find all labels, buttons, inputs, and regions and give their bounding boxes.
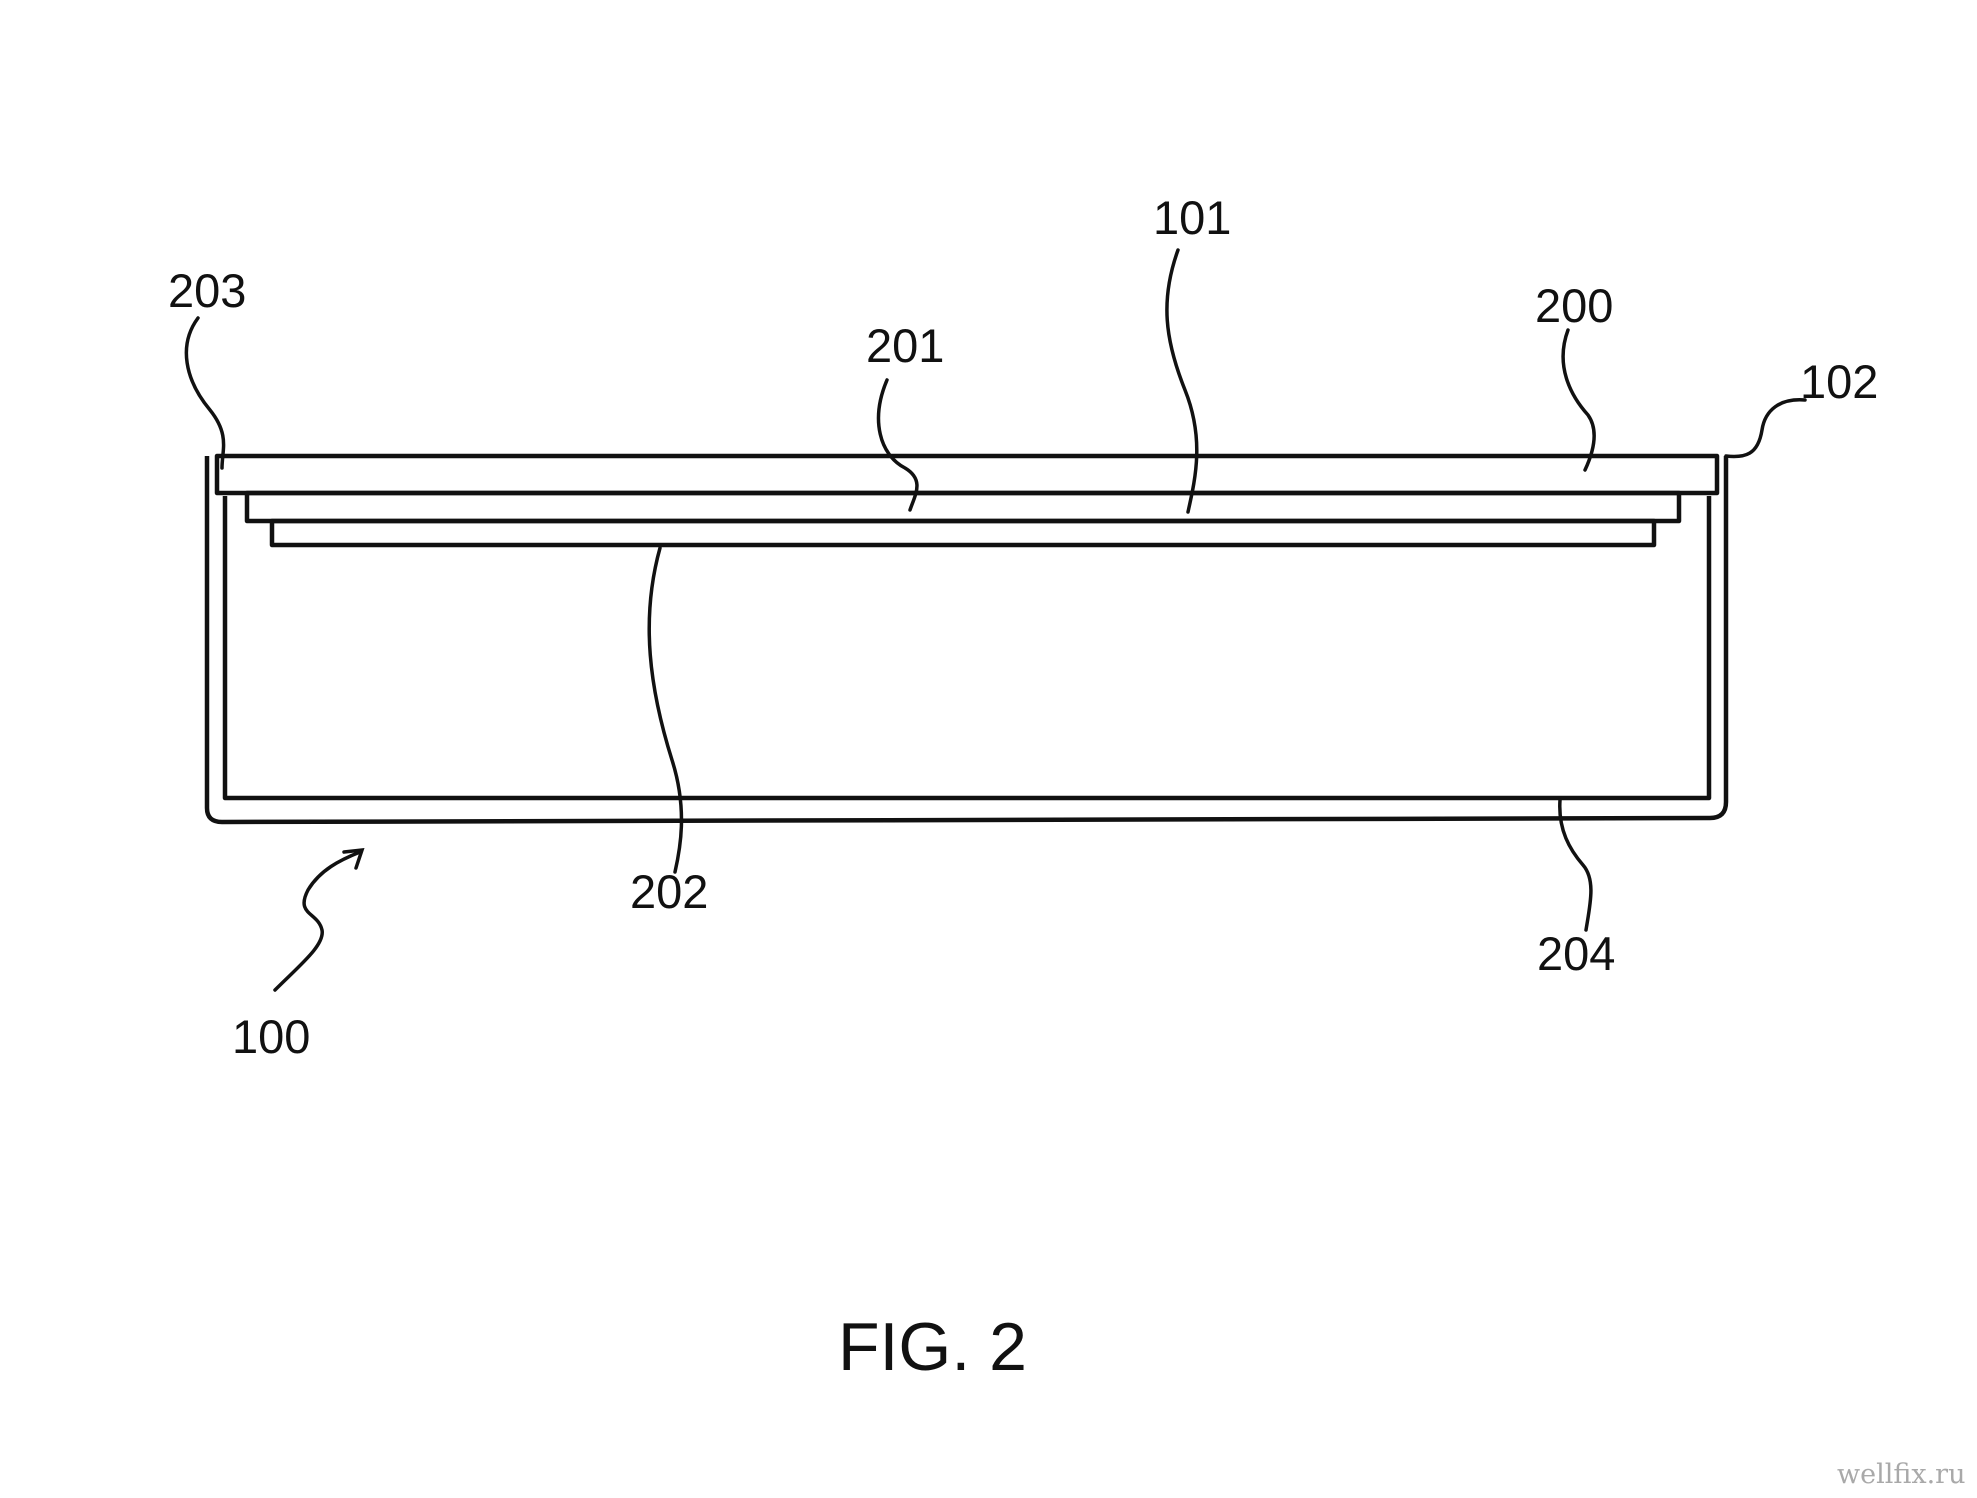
leader-100 xyxy=(273,850,362,992)
leader-203 xyxy=(184,316,226,470)
ref-label-204: 204 xyxy=(1537,927,1615,980)
arrowhead-100 xyxy=(342,847,365,870)
leader-102 xyxy=(1724,398,1807,459)
housing-inner-wall xyxy=(222,496,1712,801)
ref-label-100: 100 xyxy=(232,1010,310,1063)
ref-label-203: 203 xyxy=(168,264,246,317)
leader-201 xyxy=(876,378,919,512)
middle-layer xyxy=(244,490,1682,524)
leader-200 xyxy=(1561,328,1596,472)
ref-label-200: 200 xyxy=(1535,279,1613,332)
watermark: wellfix.ru xyxy=(1837,1459,1965,1490)
leader-202 xyxy=(647,546,684,874)
figure-caption: FIG. 2 xyxy=(838,1309,1027,1385)
ref-label-102: 102 xyxy=(1800,355,1878,408)
ref-label-202: 202 xyxy=(630,865,708,918)
leader-101 xyxy=(1165,248,1199,514)
bottom-layer xyxy=(269,518,1657,548)
ref-label-101: 101 xyxy=(1153,191,1231,244)
ref-label-201: 201 xyxy=(866,319,944,372)
leader-204 xyxy=(1558,798,1593,932)
housing-outer-wall xyxy=(204,456,1729,825)
cover-plate xyxy=(214,453,1720,496)
